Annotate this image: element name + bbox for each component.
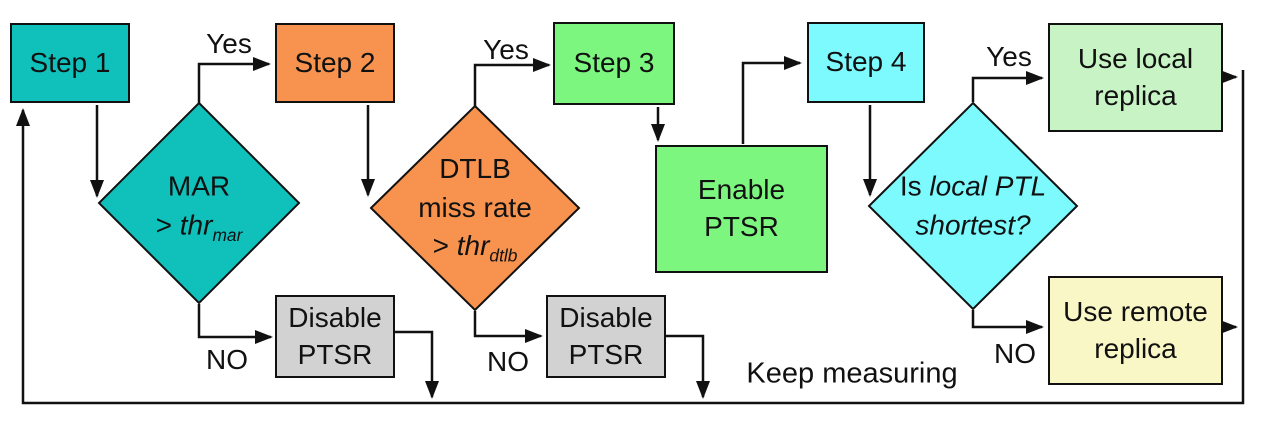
node-use-remote-replica: Use remote replica [1048, 276, 1223, 385]
arrow-disable1-to-loop [395, 330, 439, 399]
node-enable-ptsr-label: Enable PTSR [697, 174, 786, 242]
node-step3-label: Step 3 [573, 47, 655, 79]
decision-local-ptl-diamond [867, 101, 1079, 311]
node-step4: Step 4 [807, 22, 925, 103]
node-step1-label: Step 1 [29, 46, 111, 78]
arrow-dtlb-yes-to-step3 [473, 58, 551, 107]
node-step4-label: Step 4 [825, 46, 907, 78]
decision-mar-text: MAR > thrmar [155, 170, 243, 245]
node-disable-ptsr-1-label: Disable PTSR [288, 301, 382, 370]
decision-local-ptl-text: Is local PTL shortest? [899, 170, 1047, 240]
feedback-loop-to-step1 [16, 70, 1245, 405]
edge-label-yes-dtlb: Yes [483, 34, 529, 65]
node-step3: Step 3 [553, 22, 675, 105]
node-disable-ptsr-2: Disable PTSR [546, 295, 666, 378]
edge-label-yes-ptl: Yes [986, 41, 1032, 72]
node-disable-ptsr-1: Disable PTSR [275, 295, 395, 378]
edge-label-no-dtlb: NO [487, 346, 529, 377]
arrow-ptl-yes-to-use-local [971, 71, 1044, 102]
arrow-mar-no-to-disable1 [197, 304, 273, 344]
arrow-ptl-no-to-use-remote [971, 310, 1044, 334]
decision-mar-diamond [97, 101, 301, 305]
decision-dtlb-text: DTLB miss rate > thrdtlb [418, 153, 532, 266]
node-step2-label: Step 2 [294, 46, 376, 78]
edge-label-no-ptl: NO [994, 338, 1036, 369]
node-use-local-replica: Use local replica [1048, 23, 1223, 132]
node-enable-ptsr: Enable PTSR [655, 145, 828, 273]
arrow-enable-ptsr-to-step4 [741, 56, 802, 144]
arrow-disable2-to-loop [665, 334, 710, 399]
node-use-remote-replica-label: Use remote replica [1063, 295, 1208, 364]
keep-measuring-label: Keep measuring [746, 357, 958, 390]
node-disable-ptsr-2-label: Disable PTSR [559, 301, 653, 370]
arrow-mar-yes-to-step2 [197, 57, 271, 104]
edge-label-no-mar: NO [206, 344, 248, 375]
edge-label-yes-mar: Yes [206, 28, 252, 59]
arrow-dtlb-no-to-disable2 [473, 311, 543, 343]
node-use-local-replica-label: Use local replica [1077, 42, 1194, 111]
node-step1: Step 1 [10, 23, 130, 103]
node-step2: Step 2 [275, 23, 395, 103]
decision-dtlb-diamond [369, 104, 581, 312]
